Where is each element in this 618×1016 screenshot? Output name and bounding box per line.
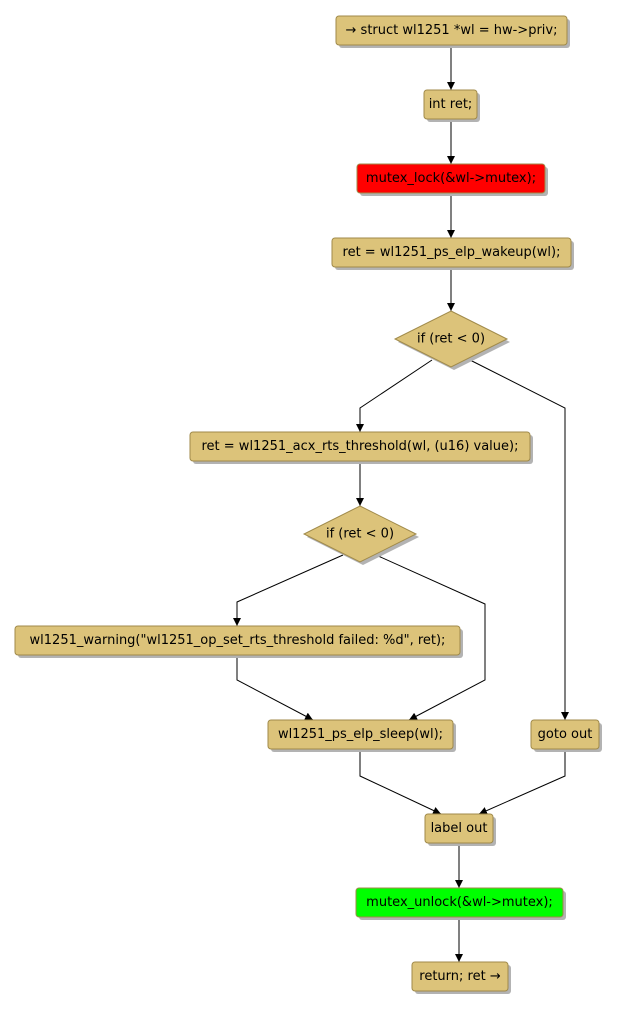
node-label: int ret; xyxy=(429,97,473,112)
node-int-ret: int ret; xyxy=(423,89,480,122)
decision-diamond xyxy=(393,310,509,368)
statement-box xyxy=(189,431,531,462)
edge-if-ret-2-to-warning xyxy=(233,554,344,626)
statement-box xyxy=(356,163,546,194)
node-mutex-unlock: mutex_unlock(&wl->mutex); xyxy=(355,887,566,920)
node-label: if (ret < 0) xyxy=(417,332,485,347)
statement-box xyxy=(355,887,564,918)
statement-box xyxy=(424,813,494,844)
statement-box xyxy=(411,961,509,992)
node-label: goto out xyxy=(538,727,593,742)
edge-if-ret-1-to-acx-rts xyxy=(356,359,433,432)
node-acx-rts: ret = wl1251_acx_rts_threshold(wl, (u16)… xyxy=(189,431,533,464)
statement-box xyxy=(267,719,454,750)
node-elp-sleep: wl1251_ps_elp_sleep(wl); xyxy=(267,719,456,752)
node-label: ret = wl1251_ps_elp_wakeup(wl); xyxy=(343,245,561,260)
statement-box xyxy=(14,625,461,656)
node-if-ret-1: if (ret < 0) xyxy=(393,310,510,370)
edge-if-ret-2-to-elp-sleep xyxy=(375,554,486,721)
statement-box xyxy=(530,719,600,750)
node-return-ret: return; ret → xyxy=(411,961,511,994)
decision-diamond xyxy=(302,505,418,563)
node-struct-decl: → struct wl1251 *wl = hw->priv; xyxy=(335,15,570,48)
node-label: → struct wl1251 *wl = hw->priv; xyxy=(346,23,558,38)
edge-goto-out-to-label-out xyxy=(478,749,566,815)
node-label: wl1251_ps_elp_sleep(wl); xyxy=(278,727,443,742)
node-elp-wakeup: ret = wl1251_ps_elp_wakeup(wl); xyxy=(331,237,574,270)
node-goto-out: goto out xyxy=(530,719,602,752)
node-warning: wl1251_warning("wl1251_op_set_rts_thresh… xyxy=(14,625,463,658)
node-if-ret-2: if (ret < 0) xyxy=(302,505,419,565)
node-label: mutex_unlock(&wl->mutex); xyxy=(366,895,553,910)
node-mutex-lock: mutex_lock(&wl->mutex); xyxy=(356,163,548,196)
node-label: ret = wl1251_acx_rts_threshold(wl, (u16)… xyxy=(202,439,519,454)
statement-box xyxy=(331,237,572,268)
statement-box xyxy=(423,89,478,120)
edge-elp-sleep-to-label-out xyxy=(359,749,442,815)
statement-box xyxy=(335,15,568,46)
node-label: if (ret < 0) xyxy=(326,527,394,542)
edge-warning-to-elp-sleep xyxy=(236,655,314,721)
nodes-layer: → struct wl1251 *wl = hw->priv; int ret; m… xyxy=(14,15,602,994)
node-label: label out xyxy=(431,821,488,836)
node-label-out: label out xyxy=(424,813,496,846)
edges-layer xyxy=(233,45,569,962)
node-label: mutex_lock(&wl->mutex); xyxy=(366,171,536,186)
node-label: wl1251_warning("wl1251_op_set_rts_thresh… xyxy=(30,633,446,648)
node-label: return; ret → xyxy=(419,969,501,984)
edge-if-ret-1-to-goto-out xyxy=(469,359,569,720)
